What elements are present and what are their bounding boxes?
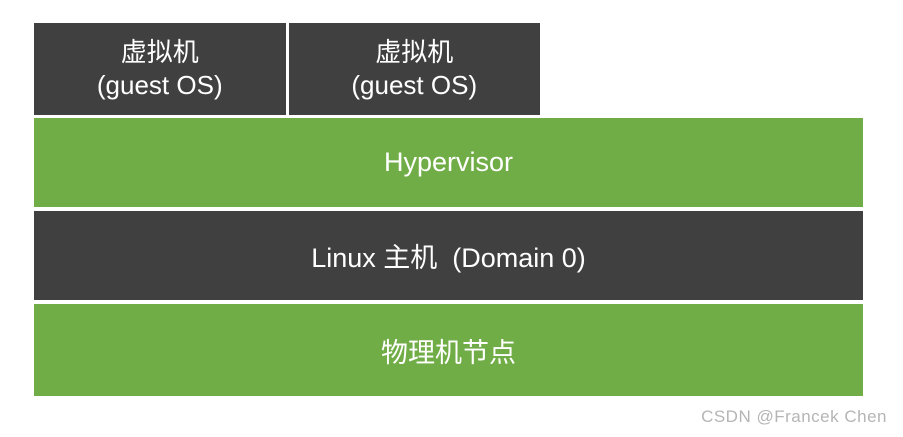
- vm-box-2: 虚拟机 (guest OS): [288, 23, 540, 115]
- vm-box-2-title: 虚拟机: [375, 37, 454, 67]
- vm-box-1-title: 虚拟机: [120, 37, 199, 67]
- layer-hypervisor: Hypervisor: [34, 118, 863, 207]
- vm-row: 虚拟机 (guest OS) 虚拟机 (guest OS): [34, 23, 540, 115]
- layer-linux-host: Linux 主机 (Domain 0): [34, 211, 863, 300]
- vm-box-1: 虚拟机 (guest OS): [34, 23, 286, 115]
- layer-hypervisor-label: Hypervisor: [383, 147, 514, 177]
- watermark: CSDN @Francek Chen: [701, 407, 887, 426]
- vm-box-1-subtitle: (guest OS): [96, 70, 223, 100]
- vm-box-2-subtitle: (guest OS): [351, 70, 478, 100]
- layer-physical-node-label: 物理机节点: [381, 337, 516, 368]
- layer-linux-host-label: Linux 主机 (Domain 0): [311, 243, 586, 273]
- layer-physical-node: 物理机节点: [34, 304, 863, 396]
